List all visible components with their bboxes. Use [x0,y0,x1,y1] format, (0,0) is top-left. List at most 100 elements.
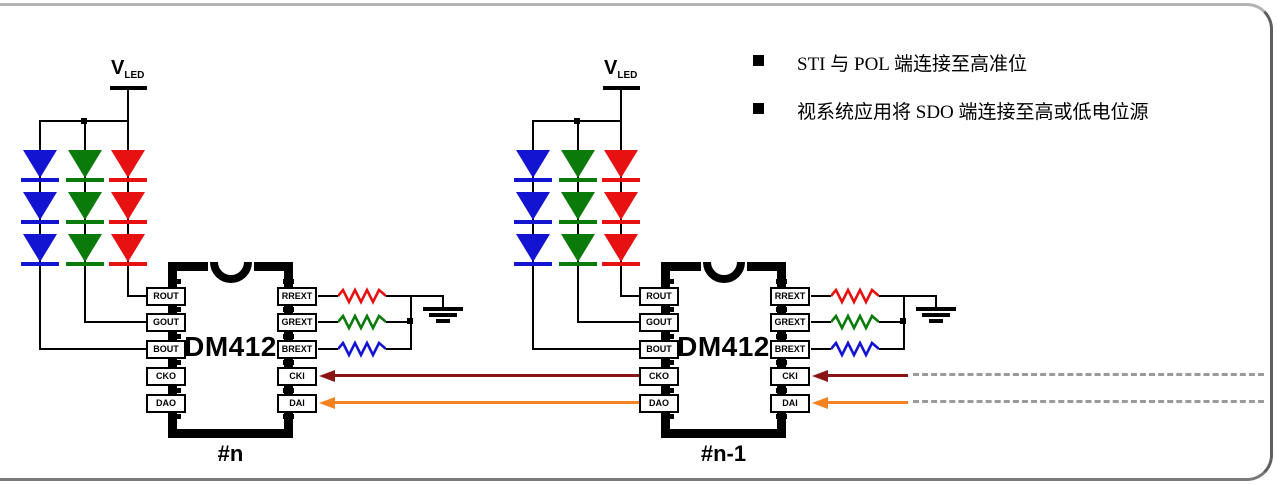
red-led [111,192,145,220]
pin-tick [283,388,294,393]
resistor-green [831,313,879,331]
ground-symbol [929,319,943,323]
clock-dashed-continuation [913,373,1264,376]
blue-led-cathode [21,262,59,266]
pin-tick [283,414,294,419]
grext-gnd-wire [386,321,412,323]
blue-led [23,150,57,178]
note-item: 视系统应用将 SDO 端连接至高或低电位源 [753,97,1149,124]
pin-tick [283,279,294,284]
clock-signal-line [827,374,908,377]
blue-led-cathode [21,178,59,182]
rrext-gnd-wire [386,295,412,297]
ground-symbol [922,313,950,317]
unit-id-label: #n-1 [700,441,747,466]
resistor-blue [338,340,386,358]
pin-tick [663,334,674,339]
green-led-cathode [559,220,597,224]
rrext-wire [318,295,338,297]
annotation-notes: STI 与 POL 端连接至高准位 视系统应用将 SDO 端连接至高或低电位源 [753,49,1149,145]
pin-tick [283,334,294,339]
pin-tick [776,307,787,312]
rrext-gnd-wire [879,295,905,297]
green-led [68,150,102,178]
vled-rail-bar [110,86,147,90]
resistor-green [338,313,386,331]
chip-notch [207,262,254,286]
note-text: 视系统应用将 SDO 端连接至高或低电位源 [797,102,1149,123]
clock-signal-line [334,374,639,377]
ground-symbol [436,319,450,323]
pin-cko: CKO [639,367,679,386]
grext-wire [811,321,831,323]
vled-stem-wire [620,90,622,121]
chip-notch [700,262,747,286]
vled-v: V [111,57,125,79]
pin-rout: ROUT [146,287,186,306]
pin-tick [776,334,787,339]
green-led [561,150,595,178]
green-led [68,234,102,262]
brext-gnd-wire [879,348,905,350]
gnd-connector-wire [412,295,444,297]
pin-tick [776,360,787,365]
green-led-cathode [559,262,597,266]
gnd-stem-wire [935,296,937,308]
blue-led-cathode [21,220,59,224]
blue-led [23,234,57,262]
vled-sub: LED [617,70,638,81]
clock-arrowhead [812,370,828,382]
pin-tick [170,388,181,393]
red-led [111,150,145,178]
blue-led-cathode [514,262,552,266]
red-led [604,150,638,178]
resistor-red [338,287,386,305]
grext-wire [318,321,338,323]
bullet-square-icon [753,103,764,114]
pin-brext: BREXT [277,340,317,359]
ground-symbol [429,313,457,317]
blue-led-cathode [514,220,552,224]
gout-wire [84,321,148,323]
pin-dao: DAO [639,394,679,413]
pin-dai: DAI [277,394,317,413]
red-led [604,192,638,220]
note-text: STI 与 POL 端连接至高准位 [797,54,1027,75]
pin-dao: DAO [146,394,186,413]
red-led-cathode [109,220,147,224]
data-arrowhead [812,397,828,409]
note-item: STI 与 POL 端连接至高准位 [753,49,1149,76]
green-led [68,192,102,220]
rout-wire [620,295,641,297]
pin-gout: GOUT [146,313,186,332]
junction-dot [407,318,413,324]
brext-wire [318,348,338,350]
blue-led [516,192,550,220]
green-led-cathode [66,262,104,266]
pin-gout: GOUT [639,313,679,332]
ground-symbol [423,307,463,311]
rrext-wire [811,295,831,297]
pin-tick [283,360,294,365]
data-signal-line [334,401,639,404]
rout-wire [127,295,148,297]
gnd-connector-wire [905,295,937,297]
resistor-blue [831,340,879,358]
pin-bout: BOUT [146,340,186,359]
vled-stem-wire [127,90,129,121]
blue-led [516,150,550,178]
brext-wire [811,348,831,350]
bout-wire [532,348,641,350]
pin-tick [170,279,181,284]
red-led-cathode [602,220,640,224]
red-led-cathode [109,178,147,182]
blue-led [23,192,57,220]
pin-tick [170,414,181,419]
vled-supply-label: VLED [111,58,144,86]
blue-led-cathode [514,178,552,182]
pin-cki: CKI [277,367,317,386]
junction-dot [900,318,906,324]
data-arrowhead [319,397,335,409]
pin-cko: CKO [146,367,186,386]
ground-symbol [916,307,956,311]
